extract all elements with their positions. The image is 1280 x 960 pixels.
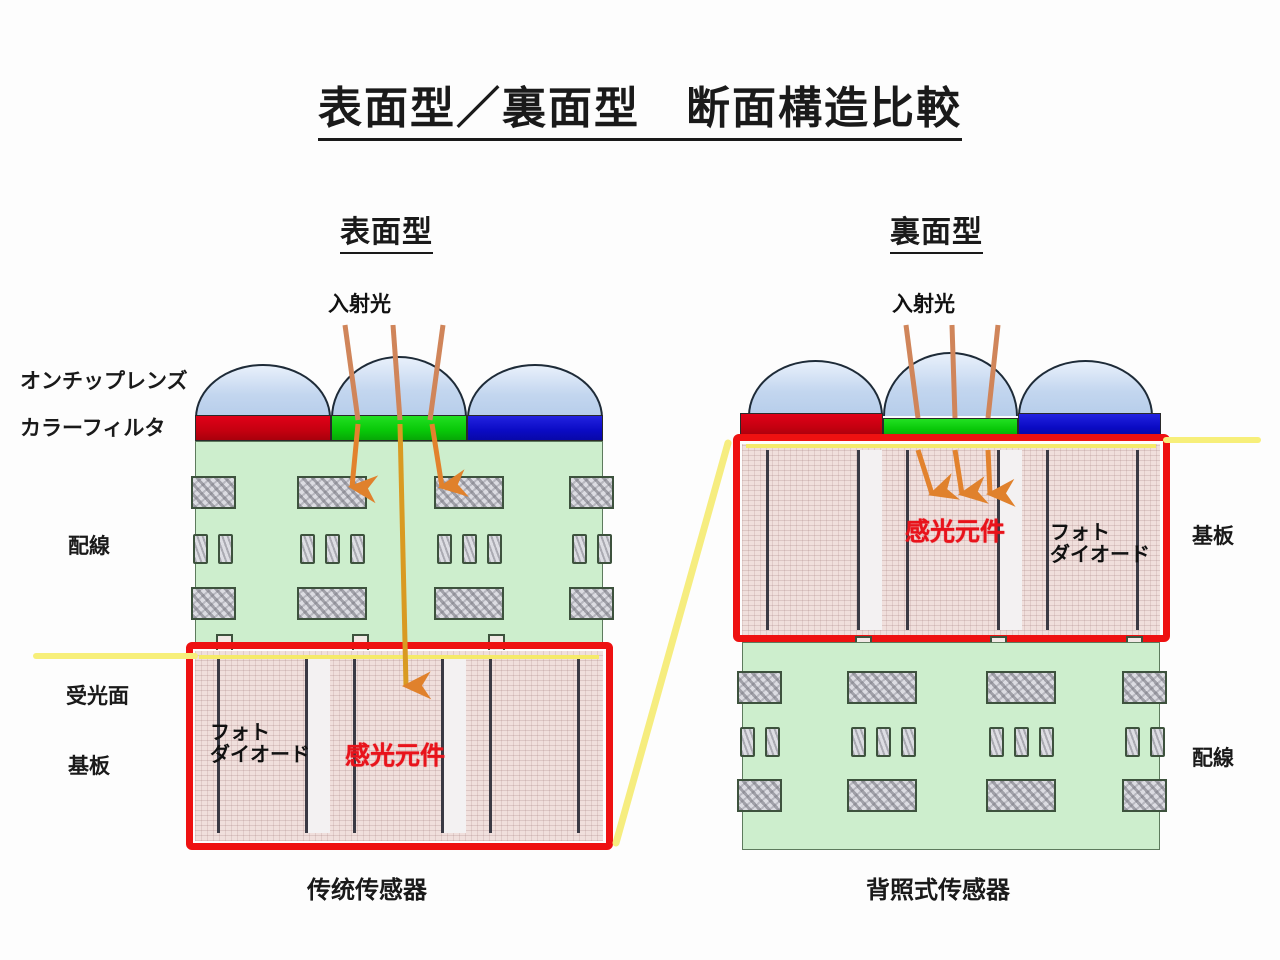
via-block	[901, 727, 916, 757]
wiring-layer-right	[737, 642, 1167, 850]
via-block	[487, 534, 502, 564]
callout-photodiode-right: フォト ダイオード	[1050, 520, 1150, 566]
isolation-gap	[860, 450, 882, 630]
isolation-gap	[308, 659, 330, 833]
via-block	[1014, 727, 1029, 757]
via-block	[437, 534, 452, 564]
via-block	[572, 534, 587, 564]
photodiode-edge	[857, 450, 860, 630]
microlens-blue	[1018, 360, 1153, 416]
contact-plug	[488, 634, 505, 650]
metal-block	[986, 779, 1056, 812]
via-block	[597, 534, 612, 564]
photodiode-edge	[353, 659, 356, 833]
metal-block	[297, 587, 367, 620]
via-block	[300, 534, 315, 564]
color-filter-blue	[467, 415, 603, 441]
photodiode-edge	[1136, 450, 1139, 630]
via-block	[350, 534, 365, 564]
callout-photosensor-right: 感光元件	[905, 517, 1006, 546]
photodiode-edge	[305, 659, 308, 833]
metal-block	[434, 587, 504, 620]
label-wiring-left: 配線	[68, 534, 110, 558]
photodiode-edge	[489, 659, 492, 833]
label-color-filter: カラーフィルタ	[20, 416, 166, 440]
caption-conventional-sensor: 传统传感器	[307, 876, 427, 904]
column-header-front: 表面型	[340, 207, 433, 254]
via-block	[765, 727, 780, 757]
via-block	[1039, 727, 1054, 757]
microlens-blue	[467, 364, 603, 418]
callout-photosensor-left: 感光元件	[345, 741, 446, 770]
metal-block	[737, 671, 782, 704]
caption-back-illuminated-sensor: 背照式传感器	[866, 876, 1010, 904]
via-block	[1150, 727, 1165, 757]
metal-block	[1122, 779, 1167, 812]
contact-plug	[216, 634, 233, 650]
color-filter-green	[331, 415, 467, 441]
label-on-chip-lens: オンチップレンズ	[20, 369, 188, 393]
photodiode-edge	[217, 659, 220, 833]
label-substrate-right: 基板	[1192, 524, 1234, 548]
metal-block	[1122, 671, 1167, 704]
via-block	[218, 534, 233, 564]
column-header-back: 裏面型	[890, 207, 983, 254]
via-block	[989, 727, 1004, 757]
light-surface-line-right	[746, 444, 1156, 448]
metal-block	[297, 476, 367, 509]
via-block	[193, 534, 208, 564]
label-light-surface: 受光面	[66, 684, 129, 708]
callout-photodiode-left: フォト ダイオード	[210, 720, 310, 766]
via-block	[740, 727, 755, 757]
metal-block	[434, 476, 504, 509]
microlens-red	[195, 364, 331, 418]
incident-light-label-right: 入射光	[892, 292, 955, 316]
metal-block	[737, 779, 782, 812]
photodiode-edge	[1046, 450, 1049, 630]
isolation-gap	[444, 659, 466, 833]
metal-block	[191, 476, 236, 509]
via-block	[1125, 727, 1140, 757]
color-filter-red	[740, 413, 883, 437]
metal-block	[986, 671, 1056, 704]
via-block	[851, 727, 866, 757]
metal-block	[847, 671, 917, 704]
via-block	[462, 534, 477, 564]
microlens-red	[748, 360, 883, 416]
photodiode-edge	[997, 450, 1000, 630]
metal-block	[847, 779, 917, 812]
label-substrate-left: 基板	[68, 754, 110, 778]
via-block	[325, 534, 340, 564]
color-filter-red	[195, 415, 331, 441]
microlens-green	[883, 352, 1018, 416]
via-block	[876, 727, 891, 757]
label-wiring-right: 配線	[1192, 746, 1234, 770]
light-surface-line-left	[199, 655, 599, 659]
page-title: 表面型／裏面型 断面構造比較	[0, 72, 1280, 141]
metal-block	[191, 587, 236, 620]
color-filter-blue	[1018, 413, 1161, 437]
page-title-text: 表面型／裏面型 断面構造比較	[318, 83, 962, 141]
photodiode-edge	[906, 450, 909, 630]
incident-light-label-left: 入射光	[328, 292, 391, 316]
metal-block	[569, 587, 614, 620]
photodiode-edge	[441, 659, 444, 833]
contact-plug	[352, 634, 369, 650]
photodiode-edge	[766, 450, 769, 630]
metal-block	[569, 476, 614, 509]
wiring-layer-left	[191, 441, 614, 650]
color-filter-green	[883, 418, 1018, 437]
photodiode-edge	[577, 659, 580, 833]
microlens-green	[331, 356, 467, 418]
